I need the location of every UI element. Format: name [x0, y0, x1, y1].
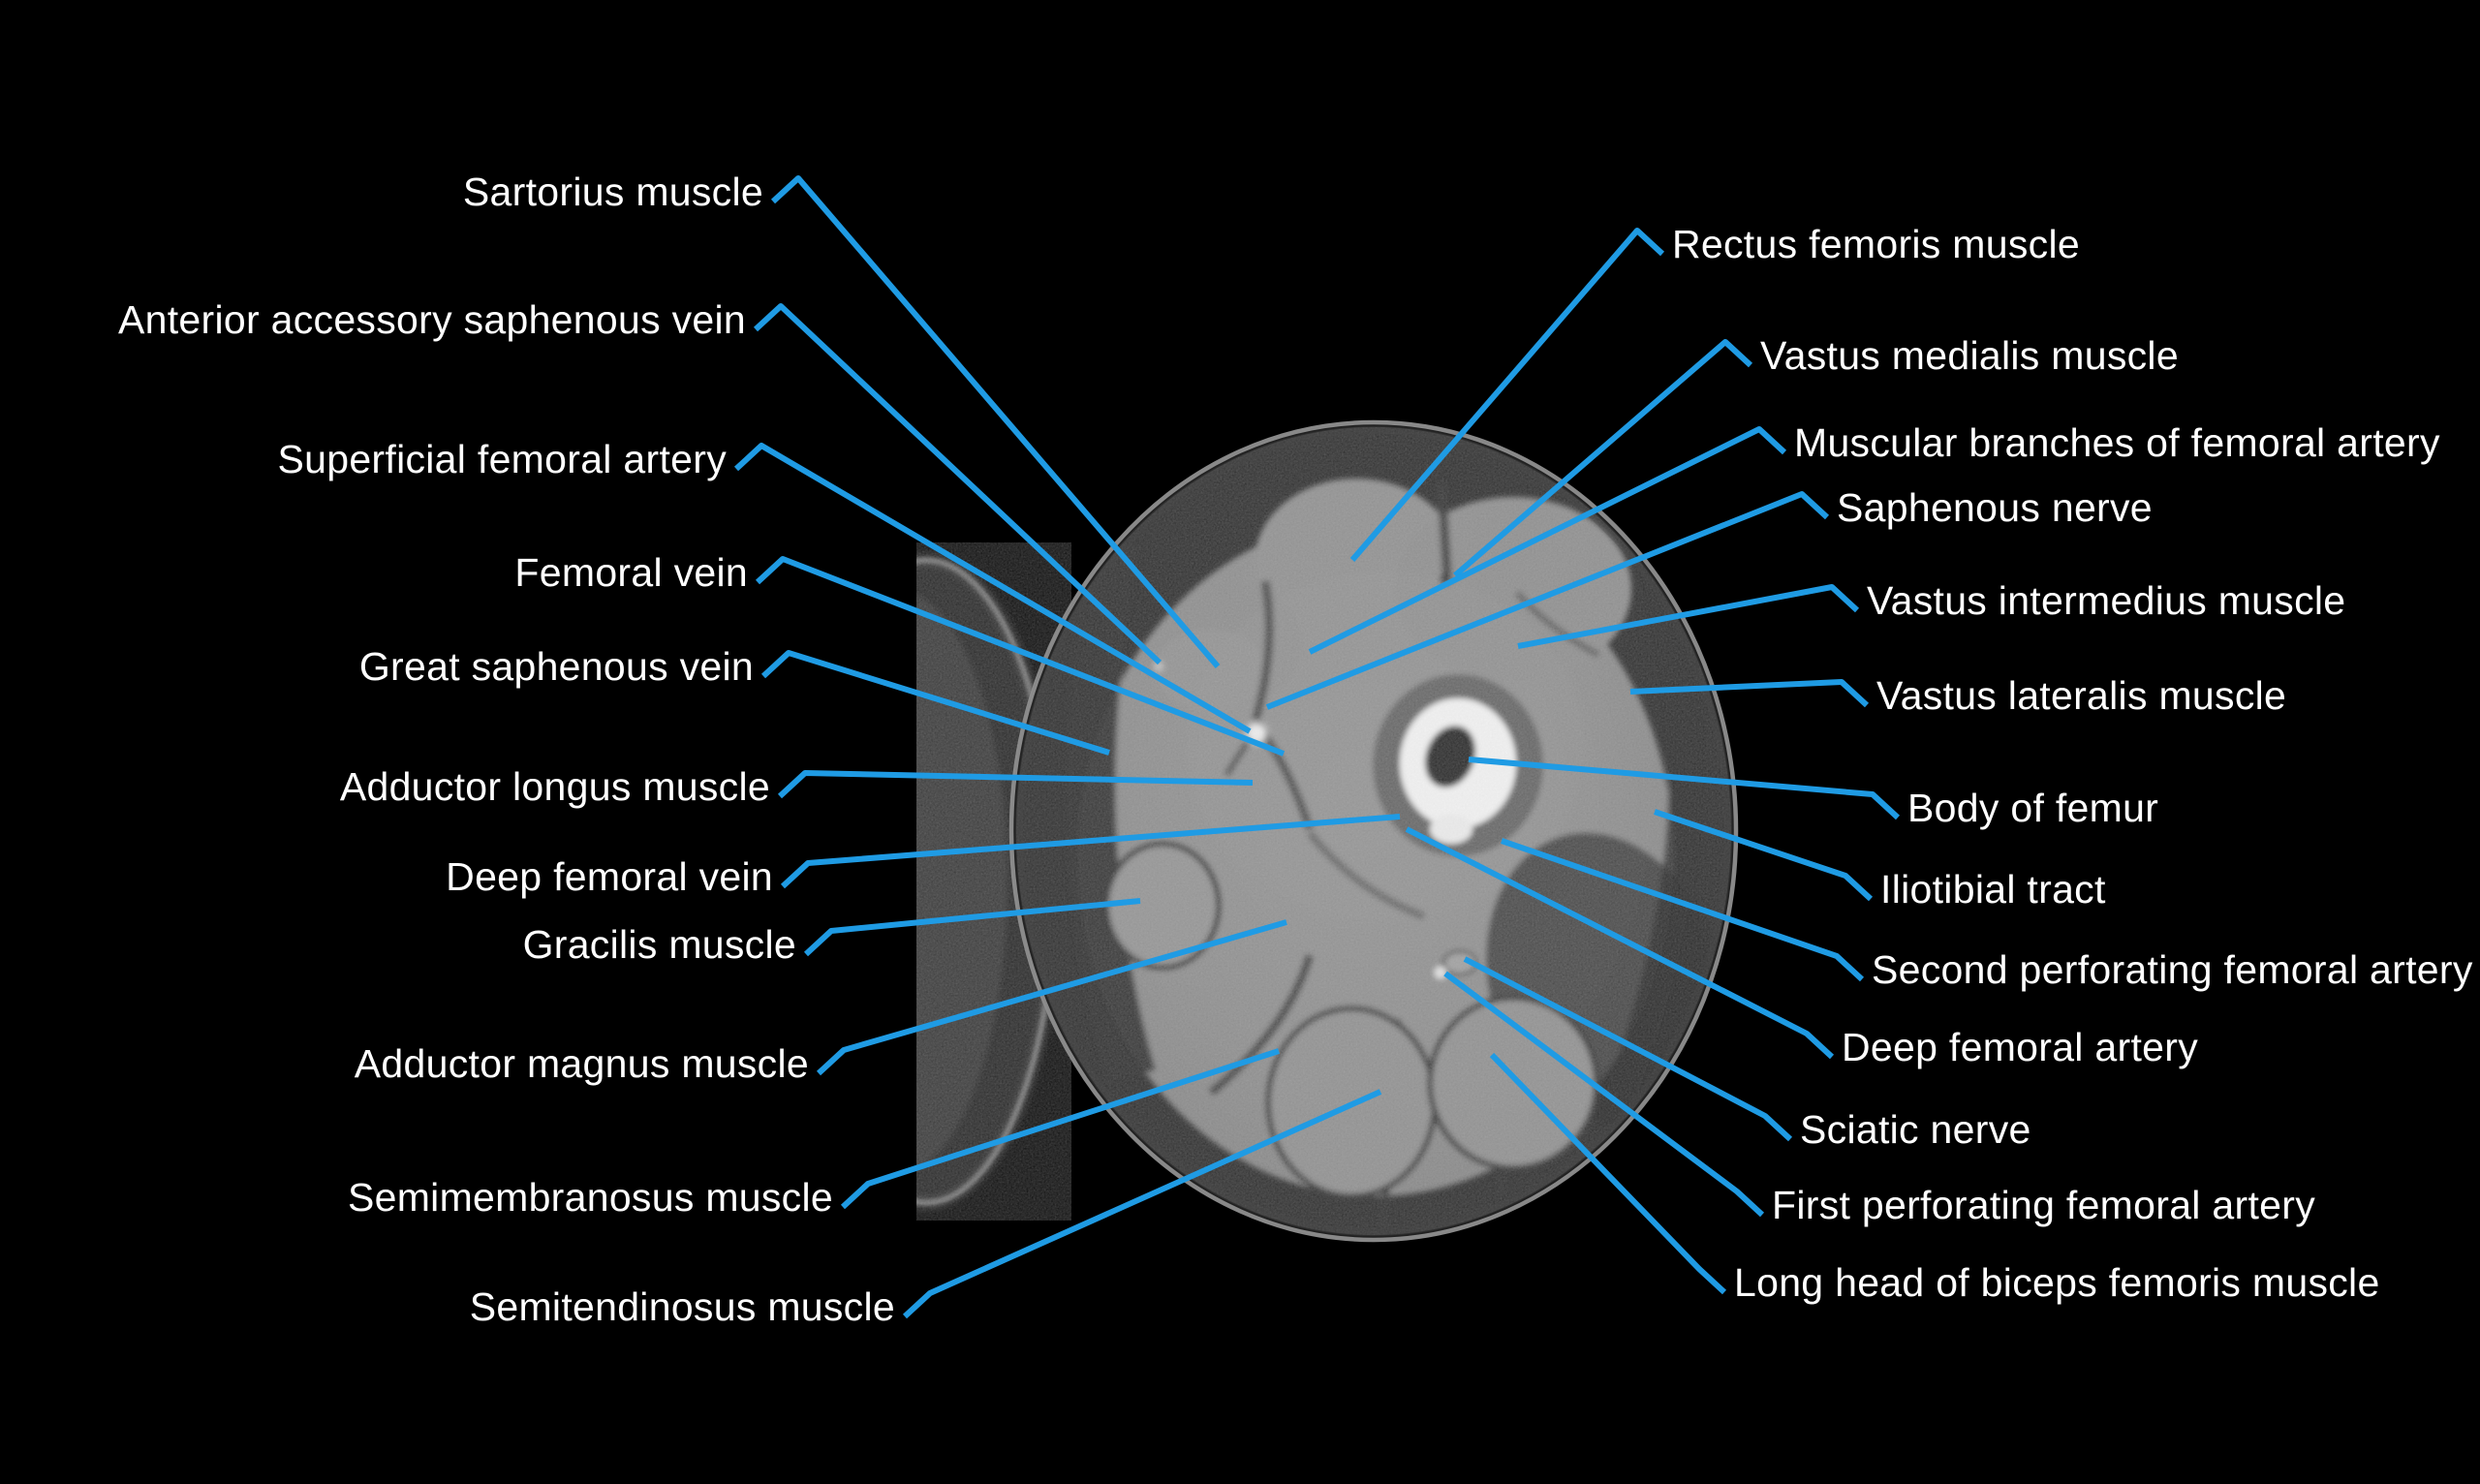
label-muscular-branches-of-femoral-artery: Muscular branches of femoral artery — [1794, 420, 2440, 465]
leader-second-perforating-femoral-artery — [1501, 838, 1865, 982]
label-saphenous-nerve: Saphenous nerve — [1837, 485, 2153, 530]
leader-saphenous-nerve — [1265, 491, 1830, 710]
leader-adductor-longus-muscle — [777, 770, 1254, 799]
label-iliotibial-tract: Iliotibial tract — [1880, 867, 2106, 912]
leader-adductor-magnus-muscle — [816, 919, 1287, 1076]
label-semimembranosus-muscle: Semimembranosus muscle — [347, 1175, 833, 1220]
label-sciatic-nerve: Sciatic nerve — [1800, 1107, 2031, 1152]
label-sartorius-muscle: Sartorius muscle — [462, 170, 763, 214]
label-second-perforating-femoral-artery: Second perforating femoral artery — [1872, 947, 2473, 992]
leader-sciatic-nerve — [1463, 956, 1793, 1142]
label-first-perforating-femoral-artery: First perforating femoral artery — [1772, 1183, 2315, 1227]
label-gracilis-muscle: Gracilis muscle — [522, 922, 796, 967]
leader-anterior-accessory-saphenous-vein — [753, 303, 1162, 665]
label-adductor-longus-muscle: Adductor longus muscle — [339, 764, 770, 809]
label-anterior-accessory-saphenous-vein: Anterior accessory saphenous vein — [117, 297, 746, 342]
skin-rim — [1008, 419, 1739, 1243]
leader-vastus-medialis-muscle — [1453, 339, 1753, 578]
label-deep-femoral-vein: Deep femoral vein — [446, 854, 773, 899]
label-great-saphenous-vein: Great saphenous vein — [358, 644, 754, 689]
leader-femoral-vein — [755, 556, 1286, 757]
leader-iliotibial-tract — [1654, 809, 1874, 902]
leader-rectus-femoris-muscle — [1349, 228, 1665, 562]
leader-first-perforating-femoral-artery — [1443, 971, 1765, 1218]
label-long-head-of-biceps-femoris-muscle: Long head of biceps femoris muscle — [1734, 1260, 2380, 1305]
leader-muscular-branches-of-femoral-artery — [1308, 426, 1787, 655]
label-rectus-femoris-muscle: Rectus femoris muscle — [1672, 222, 2080, 266]
leader-vastus-intermedius-muscle — [1517, 584, 1860, 649]
label-semitendinosus-muscle: Semitendinosus muscle — [469, 1284, 895, 1329]
label-superficial-femoral-artery: Superficial femoral artery — [277, 437, 727, 481]
label-adductor-magnus-muscle: Adductor magnus muscle — [354, 1041, 809, 1086]
leader-deep-femoral-vein — [780, 814, 1401, 889]
label-vastus-lateralis-muscle: Vastus lateralis muscle — [1876, 673, 2287, 718]
leader-vastus-lateralis-muscle — [1629, 679, 1870, 708]
label-vastus-medialis-muscle: Vastus medialis muscle — [1760, 333, 2179, 378]
label-body-of-femur: Body of femur — [1907, 786, 2159, 830]
label-vastus-intermedius-muscle: Vastus intermedius muscle — [1867, 578, 2346, 623]
leader-semimembranosus-muscle — [840, 1048, 1280, 1210]
adjacent-thigh-edge — [916, 542, 1071, 1221]
label-femoral-vein: Femoral vein — [514, 550, 748, 595]
leader-superficial-femoral-artery — [733, 443, 1252, 734]
leader-gracilis-muscle — [803, 898, 1141, 957]
leader-great-saphenous-vein — [760, 650, 1110, 756]
leader-deep-femoral-artery — [1405, 826, 1835, 1060]
leader-body-of-femur — [1468, 757, 1901, 820]
leader-semitendinosus-muscle — [902, 1089, 1382, 1319]
leader-sartorius-muscle — [770, 175, 1221, 668]
leader-lines — [733, 175, 1901, 1319]
label-deep-femoral-artery: Deep femoral artery — [1842, 1025, 2199, 1069]
leader-long-head-of-biceps-femoris-muscle — [1489, 1052, 1727, 1295]
